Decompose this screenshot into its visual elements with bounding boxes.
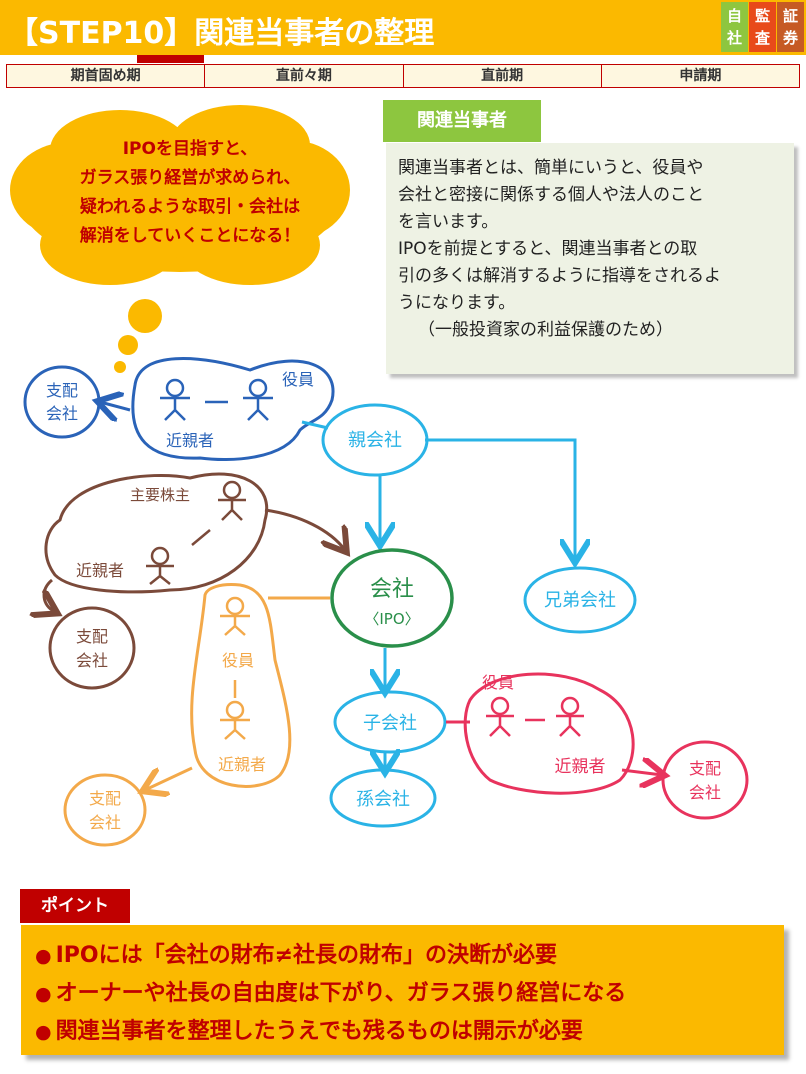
child-company-node: 子会社	[333, 690, 447, 754]
page-title: 【STEP10】関連当事者の整理	[8, 16, 435, 51]
points-tag: ポイント	[20, 889, 130, 923]
badge-securities: 証券	[777, 2, 804, 52]
ipo-company-sublabel: 〈IPO〉	[364, 610, 419, 628]
phase-timeline: 期首固め期 直前々期 直前期 申請期	[6, 64, 800, 88]
pink-subsidiary-node: 支配 会社	[661, 740, 749, 820]
point-text-3: 関連当事者を整理したうえでも残るものは開示が必要	[55, 1019, 583, 1044]
brown-subsidiary-label-1: 支配	[76, 627, 108, 646]
explanation-line-4: IPOを前提とすると、関連当事者との取	[398, 239, 698, 259]
major-shareholder-label: 主要株主	[130, 486, 190, 504]
blue-subsidiary-node: 支配 会社	[23, 365, 101, 439]
cloud-line-2: ガラス張り経営が求められ、	[79, 168, 301, 188]
explanation-note: （一般投資家の利益保護のため）	[418, 320, 673, 340]
sibling-company-node: 兄弟会社	[523, 566, 637, 634]
cloud-line-1: IPOを目指すと、	[122, 139, 258, 159]
pink-person-icons	[486, 696, 584, 737]
orange-subsidiary-label-2: 会社	[89, 813, 121, 832]
explanation-line-6: うになります。	[398, 293, 516, 313]
brown-subsidiary-node: 支配 会社	[48, 606, 136, 690]
blue-person-icons	[160, 378, 273, 421]
child-company-label: 子会社	[363, 713, 417, 734]
sibling-company-label: 兄弟会社	[544, 590, 616, 611]
pink-relative-label: 近親者	[555, 757, 606, 777]
orange-relative-label: 近親者	[218, 755, 266, 774]
bullet-icon: ●	[35, 983, 52, 1005]
orange-group	[145, 583, 330, 790]
pink-group	[446, 672, 662, 795]
badge-self: 自社	[721, 2, 748, 52]
ipo-company-node: 会社 〈IPO〉	[330, 548, 454, 648]
blue-subsidiary-label-1: 支配	[46, 381, 78, 400]
thought-cloud	[10, 105, 350, 373]
point-text-2: オーナーや社長の自由度は下がり、ガラス張り経営になる	[55, 981, 627, 1006]
cloud-line-3: 疑われるような取引・会社は	[79, 197, 301, 217]
explanation-line-5: 引の多くは解消するように指導をされるよ	[398, 266, 721, 286]
brown-subsidiary-label-2: 会社	[76, 651, 108, 670]
point-item: ●オーナーや社長の自由度は下がり、ガラス張り経営になる	[35, 975, 784, 1013]
phase-1: 期首固め期	[70, 68, 141, 84]
current-phase-marker	[137, 55, 204, 63]
bullet-icon: ●	[35, 945, 52, 967]
pink-subsidiary-label-1: 支配	[689, 759, 721, 778]
orange-subsidiary-node: 支配 会社	[63, 773, 147, 847]
badge-audit: 監査	[749, 2, 776, 52]
blue-officer-label: 役員	[282, 370, 314, 389]
bullet-icon: ●	[35, 1021, 52, 1043]
point-item: ●IPOには「会社の財布≠社長の財布」の決断が必要	[35, 937, 784, 975]
brown-relative-label: 近親者	[76, 561, 124, 580]
related-party-tag: 関連当事者	[383, 100, 541, 142]
officer-relative-group	[100, 357, 335, 461]
explanation-line-3: を言います。	[398, 212, 499, 232]
grandchild-company-node: 孫会社	[329, 768, 437, 828]
pink-subsidiary-label-2: 会社	[689, 783, 721, 802]
blue-subsidiary-label-2: 会社	[46, 404, 78, 423]
shareholder-group	[44, 472, 345, 612]
cloud-line-4: 解消をしていくことになる！	[79, 226, 301, 246]
points-box: ●IPOには「会社の財布≠社長の財布」の決断が必要 ●オーナーや社長の自由度は下…	[21, 925, 784, 1055]
cloud-message: IPOを目指すと、 ガラス張り経営が求められ、 疑われるような取引・会社は 解消…	[40, 135, 340, 251]
orange-officer-label: 役員	[222, 651, 254, 670]
explanation-line-2: 会社と密接に関係する個人や法人のこと	[398, 185, 704, 205]
cyan-connectors	[301, 420, 575, 770]
orange-person-icons	[220, 596, 250, 740]
parent-company-label: 親会社	[348, 430, 402, 451]
point-item: ●関連当事者を整理したうえでも残るものは開示が必要	[35, 1013, 784, 1051]
header-bar: 【STEP10】関連当事者の整理 自社 監査 証券	[0, 0, 806, 55]
grandchild-company-label: 孫会社	[356, 789, 410, 810]
explanation-line-1: 関連当事者とは、簡単にいうと、役員や	[398, 158, 704, 178]
parent-company-node: 親会社	[321, 403, 429, 477]
phase-3: 直前期	[402, 65, 601, 87]
point-text-1: IPOには「会社の財布≠社長の財布」の決断が必要	[55, 943, 558, 968]
related-party-explanation: 関連当事者とは、簡単にいうと、役員や 会社と密接に関係する個人や法人のこと を言…	[386, 143, 794, 374]
phase-2: 直前々期	[204, 65, 402, 87]
brown-person-icons	[146, 480, 246, 585]
pink-officer-label: 役員	[482, 673, 514, 692]
ipo-company-label: 会社	[370, 577, 414, 602]
blue-relative-label: 近親者	[166, 431, 214, 450]
phase-4: 申請期	[600, 65, 799, 87]
orange-subsidiary-label-1: 支配	[89, 789, 121, 808]
